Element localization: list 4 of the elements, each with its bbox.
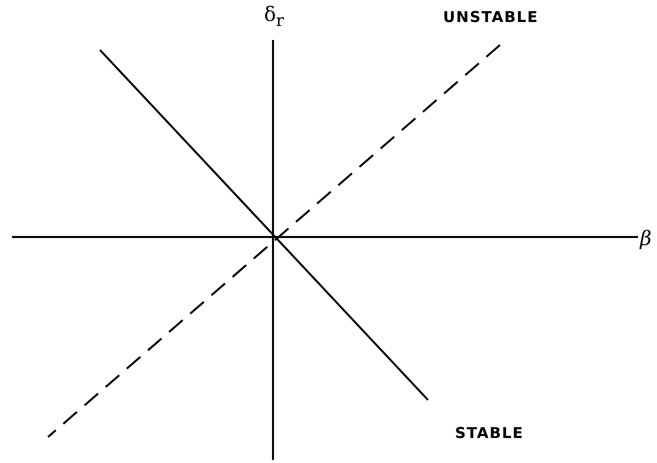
line-label: STABLE: [455, 424, 524, 442]
axis-label: β: [640, 226, 652, 250]
line-label: UNSTABLE: [443, 8, 538, 26]
axis-label: δ$_{r}$: [264, 2, 284, 30]
